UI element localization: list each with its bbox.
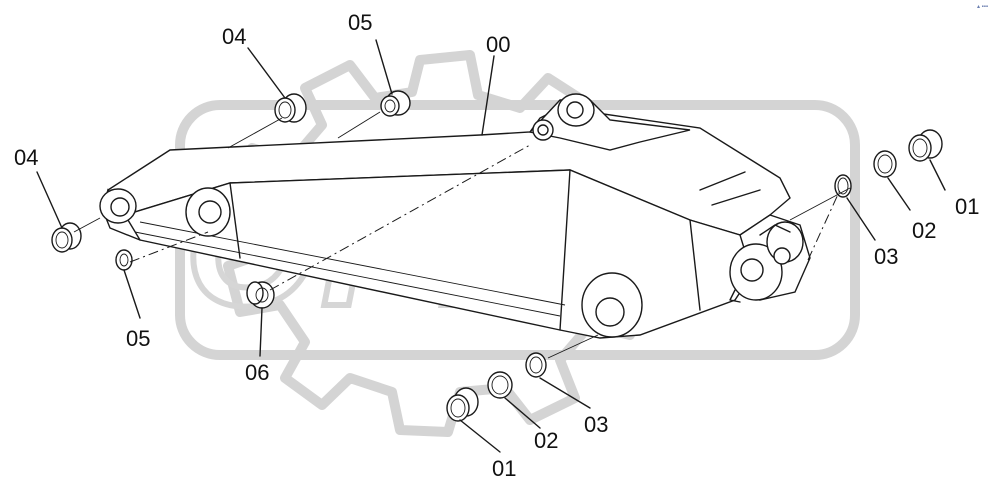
label-01-bottom: 01 [492,456,516,481]
label-03-bottom: 03 [584,412,608,437]
ring-03-right [834,174,852,198]
ring-05-left [115,249,133,271]
bushing-02-bottom [487,371,513,399]
label-04-top: 04 [222,24,246,49]
label-05-top: 05 [348,10,372,35]
boom-assembly [99,93,811,339]
label-01-right: 01 [955,194,979,219]
callout-labels: 00 04 05 04 05 06 01 02 03 01 02 03 [14,10,979,481]
label-02-right: 02 [912,218,936,243]
bushing-02-right [873,150,897,178]
assembly-lines [129,144,841,291]
ring-05-top [380,90,411,117]
bushing-01-right [908,129,943,162]
bushing-04-top [274,93,307,123]
leader-lines [36,39,946,453]
label-03-right: 03 [874,244,898,269]
bushing-01-bottom [446,387,479,422]
label-02-bottom: 02 [534,428,558,453]
label-05-left: 05 [126,326,150,351]
corner-mark: ▴ ▪▪▪ [976,4,988,10]
label-00: 00 [486,32,510,57]
bushing-04-left [51,222,82,253]
bushing-06 [246,281,275,309]
ring-03-bottom [525,352,547,378]
label-04-left: 04 [14,145,38,170]
label-06: 06 [245,360,269,385]
